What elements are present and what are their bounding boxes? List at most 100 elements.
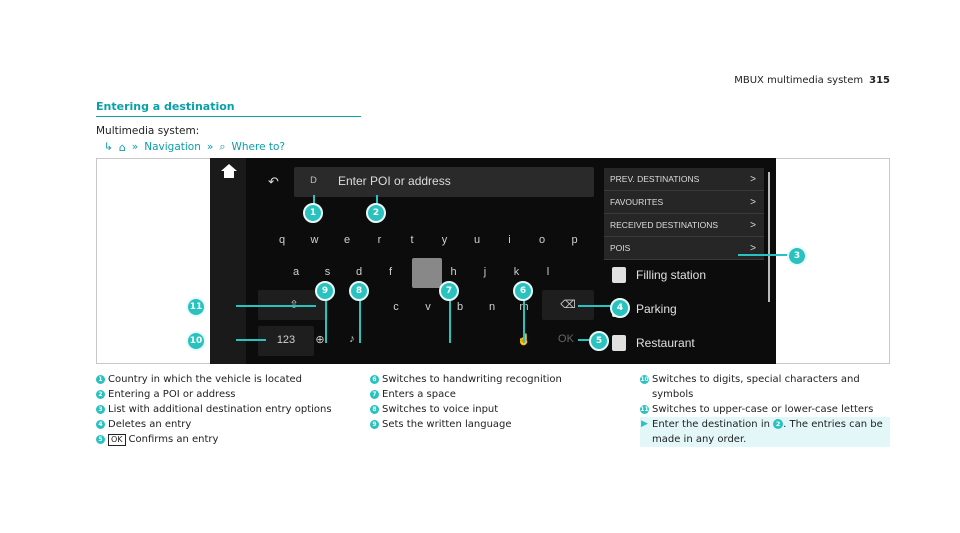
callout-line (578, 305, 620, 307)
scrollbar[interactable] (768, 172, 770, 302)
callout-badge: 10 (186, 331, 206, 351)
path-where-to: Where to? (231, 141, 285, 153)
key-l[interactable]: l (546, 266, 550, 278)
fuel-icon (612, 267, 626, 283)
menu-label: PREV. DESTINATIONS (610, 174, 700, 184)
key-h[interactable]: h (450, 266, 457, 278)
menu-label: FAVOURITES (610, 197, 664, 207)
home-button-icon[interactable] (221, 164, 237, 178)
poi-restaurant[interactable]: Restaurant (604, 328, 764, 358)
key-q[interactable]: q (278, 234, 286, 246)
key-d[interactable]: d (355, 266, 363, 278)
key-o[interactable]: o (538, 234, 546, 246)
chevron-right-icon: > (750, 197, 756, 208)
callout-badge: 9 (315, 281, 335, 301)
key-v[interactable]: v (425, 301, 431, 313)
legend-number: 4 (96, 420, 105, 429)
menu-favourites[interactable]: FAVOURITES > (604, 191, 764, 214)
digits-key[interactable] (258, 326, 314, 356)
screen-left-bar (210, 158, 246, 364)
section-title: Entering a destination (96, 100, 235, 113)
mbux-screen: ↶ D Enter POI or address qwertyuiopasdfg… (210, 158, 776, 364)
digits-key-label: 123 (276, 334, 296, 346)
language-icon[interactable]: ⊕ (315, 334, 325, 346)
callout-badge: 2 (366, 203, 386, 223)
poi-label: Filling station (636, 268, 707, 282)
legend-text: Switches to upper-case or lower-case let… (652, 404, 874, 415)
callout-line (359, 298, 361, 343)
key-s[interactable]: s (324, 266, 331, 278)
country-code: D (310, 176, 317, 186)
legend-number: 3 (96, 405, 105, 414)
path-separator: » (206, 141, 214, 153)
restaurant-icon (612, 335, 626, 351)
callout-line (236, 305, 316, 307)
key-p[interactable]: p (571, 234, 578, 246)
key-i[interactable]: i (508, 234, 511, 246)
menu-pois[interactable]: POIS> (604, 237, 764, 260)
callout-badge: 3 (787, 246, 807, 266)
legend-number: 9 (370, 420, 379, 429)
destination-options-list: PREV. DESTINATIONS> FAVOURITES > RECEIVED… (604, 168, 764, 260)
legend-text: Switches to voice input (382, 404, 499, 415)
key-a[interactable]: a (292, 266, 300, 278)
legend-text: Sets the written language (382, 419, 512, 430)
poi-filling-station[interactable]: Filling station (604, 260, 764, 290)
callout-badge: 1 (303, 203, 323, 223)
callout-line (578, 339, 592, 341)
key-u[interactable]: u (473, 234, 481, 246)
callout-badge: 4 (610, 298, 630, 318)
key-k[interactable]: k (513, 266, 520, 278)
ok-key-symbol: OK (108, 434, 126, 446)
delete-icon: ⌫ (560, 299, 576, 311)
key-y[interactable]: y (441, 234, 448, 246)
section-rule (96, 116, 361, 117)
legend-text: Entering a POI or address (108, 389, 236, 400)
key-j[interactable]: j (483, 266, 487, 278)
legend-text: Deletes an entry (108, 419, 192, 430)
menu-prev-destinations[interactable]: PREV. DESTINATIONS> (604, 168, 764, 191)
poi-label: Parking (636, 302, 677, 316)
key-f[interactable]: f (388, 266, 393, 278)
legend-number: 6 (370, 375, 379, 384)
key-b[interactable]: b (456, 301, 464, 313)
entry-field[interactable] (294, 167, 594, 197)
path-navigation: Navigation (144, 141, 201, 153)
key-e[interactable]: e (343, 234, 351, 246)
step-text: Enter the destination in (652, 419, 770, 430)
ok-key[interactable]: OK (558, 333, 574, 345)
step-reference-number: 2 (773, 419, 784, 429)
step-text: . The entries can be made in any order. (652, 419, 883, 445)
menu-label: POIS (610, 243, 631, 253)
manual-title: MBUX multimedia system (734, 75, 864, 86)
callout-line (236, 339, 266, 341)
microphone-icon[interactable]: ♪ (349, 333, 355, 345)
search-icon: ⌕ (219, 140, 226, 153)
key-r[interactable]: r (377, 234, 382, 246)
key-t[interactable]: t (410, 234, 414, 246)
legend-number: 10 (640, 375, 649, 384)
legend-number: 2 (96, 390, 105, 399)
legend-number: 11 (640, 405, 649, 414)
legend-text: Country in which the vehicle is located (108, 374, 303, 385)
menu-received-destinations[interactable]: RECEIVED DESTINATIONS> (604, 214, 764, 237)
key-n[interactable]: n (488, 301, 496, 313)
back-icon[interactable]: ↶ (268, 175, 279, 190)
legend-text: List with additional destination entry o… (108, 404, 332, 415)
key-c[interactable]: c (393, 301, 399, 313)
system-label: Multimedia system: (96, 125, 200, 137)
legend-text: Enters a space (382, 389, 456, 400)
callout-badge: 8 (349, 281, 369, 301)
key-w[interactable]: w (310, 234, 319, 246)
